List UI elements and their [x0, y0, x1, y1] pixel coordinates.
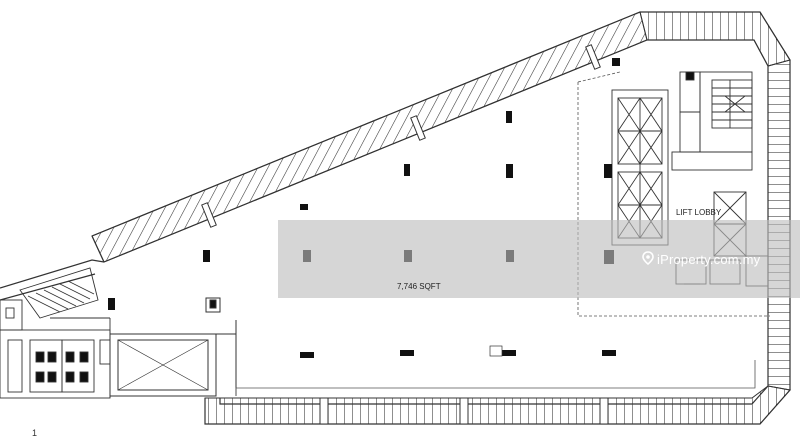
location-pin-icon: [642, 251, 654, 265]
northeast-facade-louvres: [639, 11, 791, 67]
column-marker: [489, 345, 503, 357]
west-toilets: [0, 317, 111, 399]
watermark-brand: iProperty.com.my: [657, 252, 761, 267]
watermark-band: [278, 220, 800, 298]
column: [506, 111, 512, 123]
facade-mullions: [201, 44, 609, 425]
core-zone-dashed: [577, 82, 770, 317]
column: [203, 250, 210, 262]
column: [108, 298, 115, 310]
column: [502, 350, 516, 356]
column: [300, 352, 314, 358]
inner-slab-edge: [235, 360, 756, 396]
south-facade-louvres: [204, 385, 791, 425]
floor-area-label: 7,746 SQFT: [397, 282, 441, 291]
column: [602, 350, 616, 356]
lift-lobby-label: LIFT LOBBY: [676, 208, 722, 217]
column: [300, 204, 308, 210]
core-zone-dashed-top: [577, 71, 621, 83]
atrium-void: [109, 297, 237, 397]
column: [604, 164, 612, 178]
corner-mark: 1: [32, 428, 38, 438]
column: [612, 58, 620, 66]
column: [506, 164, 513, 178]
column: [400, 350, 414, 356]
column: [404, 164, 410, 176]
